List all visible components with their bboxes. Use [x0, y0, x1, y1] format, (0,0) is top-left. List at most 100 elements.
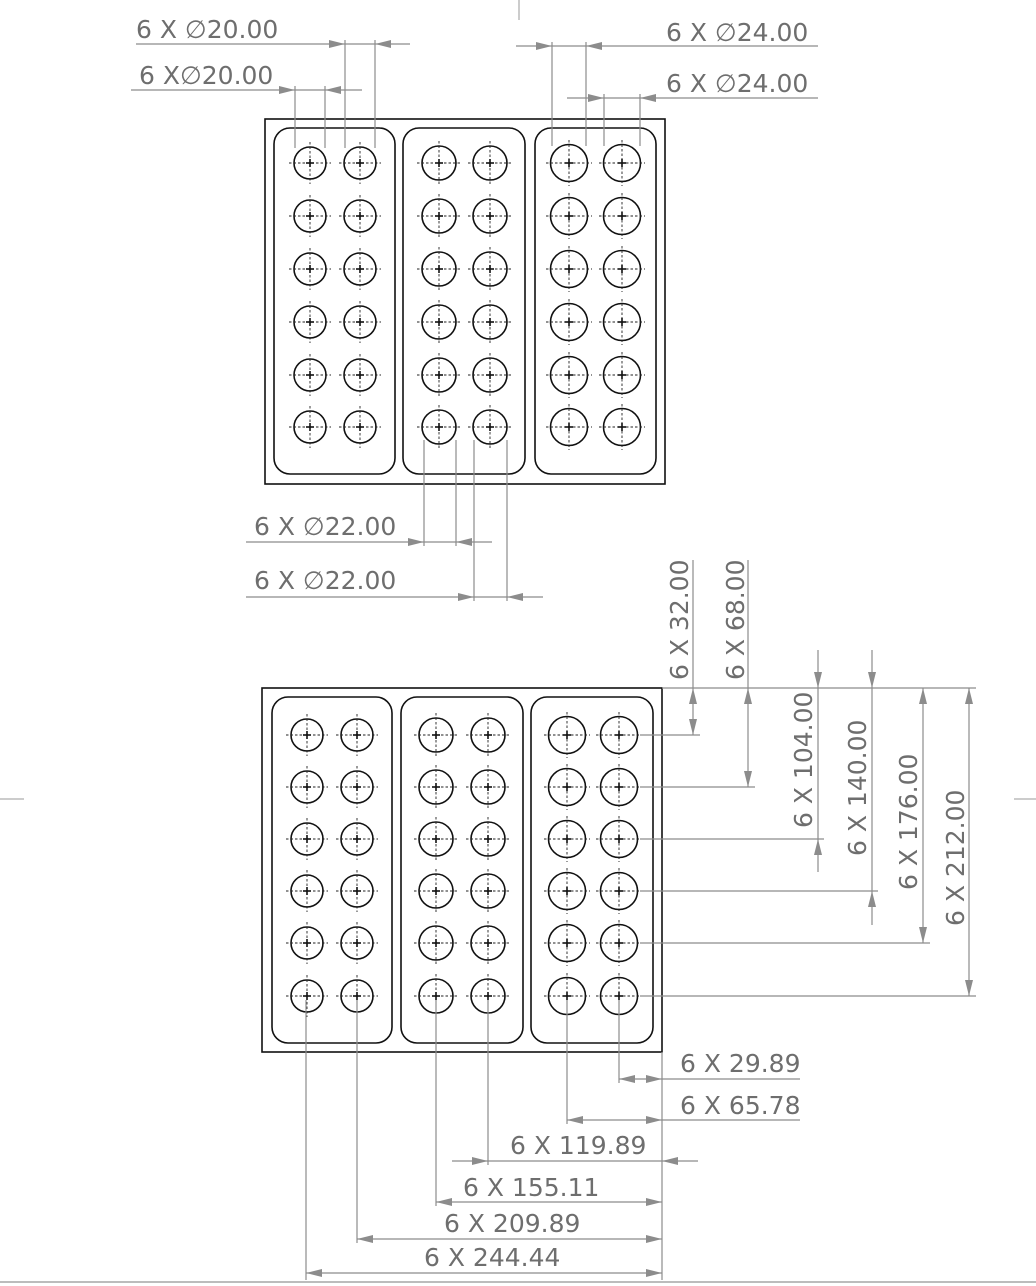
dim-h-119-89: 6 X 119.89	[510, 1131, 646, 1160]
hole	[288, 247, 332, 291]
hole	[338, 353, 382, 397]
hole	[285, 713, 329, 757]
hole	[285, 765, 329, 809]
hole	[545, 351, 593, 399]
hole	[545, 403, 593, 451]
hole	[338, 141, 382, 185]
dim-v-176: 6 X 176.00	[894, 754, 923, 890]
hole	[467, 193, 513, 239]
hole	[465, 764, 511, 810]
bottom-plate-outline	[261, 687, 663, 1053]
hole	[288, 300, 332, 344]
hole	[598, 192, 646, 240]
hole	[413, 712, 459, 758]
dim-dia-24-a: 6 X ∅24.00	[666, 18, 808, 47]
hole	[598, 139, 646, 187]
hole	[595, 763, 643, 811]
hole	[595, 867, 643, 915]
hole	[595, 919, 643, 967]
hole	[467, 352, 513, 398]
hole	[285, 869, 329, 913]
hole	[416, 352, 462, 398]
hole	[288, 405, 332, 449]
hole	[465, 920, 511, 966]
bottom-hole-pattern	[285, 711, 643, 1020]
hole	[465, 868, 511, 914]
hole	[545, 192, 593, 240]
top-pocket-right	[534, 127, 657, 475]
hole	[467, 299, 513, 345]
hole	[288, 141, 332, 185]
hole	[335, 765, 379, 809]
top-pocket-left	[273, 127, 396, 475]
hole	[543, 919, 591, 967]
top-plate-outline	[264, 118, 666, 485]
hole	[335, 921, 379, 965]
hole	[598, 245, 646, 293]
dim-dia-22-a: 6 X ∅22.00	[254, 512, 396, 541]
hole	[465, 712, 511, 758]
hole	[413, 816, 459, 862]
hole	[543, 763, 591, 811]
hole	[335, 817, 379, 861]
top-pocket-middle	[402, 127, 526, 475]
dim-dia-20-a: 6 X ∅20.00	[136, 15, 278, 44]
hole	[416, 246, 462, 292]
dim-h-155-11: 6 X 155.11	[463, 1173, 599, 1202]
hole	[598, 298, 646, 346]
hole	[338, 247, 382, 291]
dim-h-244-44: 6 X 244.44	[424, 1243, 560, 1272]
hole	[413, 868, 459, 914]
hole	[285, 921, 329, 965]
bottom-view	[261, 687, 663, 1053]
hole	[545, 245, 593, 293]
hole	[335, 713, 379, 757]
hole	[545, 298, 593, 346]
hole	[545, 139, 593, 187]
dim-v-104: 6 X 104.00	[789, 692, 818, 828]
hole	[413, 764, 459, 810]
hole	[413, 920, 459, 966]
hole	[288, 194, 332, 238]
hole	[543, 815, 591, 863]
bottom-horizontal-dimensions: 6 X 29.89 6 X 65.78 6 X 119.89 6 X 155.1…	[305, 1000, 801, 1280]
dim-dia-20-b: 6 X∅20.00	[139, 61, 273, 90]
hole	[598, 403, 646, 451]
dim-v-32: 6 X 32.00	[665, 560, 694, 681]
hole	[595, 711, 643, 759]
hole	[598, 351, 646, 399]
dim-h-29-89: 6 X 29.89	[680, 1049, 801, 1078]
hole	[416, 193, 462, 239]
bottom-pocket-left	[271, 696, 393, 1044]
hole	[338, 194, 382, 238]
hole	[285, 974, 329, 1018]
dim-dia-22-b: 6 X ∅22.00	[254, 566, 396, 595]
hole	[338, 405, 382, 449]
hole	[288, 353, 332, 397]
dim-v-68: 6 X 68.00	[721, 560, 750, 681]
top-hole-pattern	[288, 139, 646, 451]
dim-h-209-89: 6 X 209.89	[444, 1209, 580, 1238]
hole	[465, 816, 511, 862]
hole	[416, 140, 462, 186]
dim-h-65-78: 6 X 65.78	[680, 1091, 801, 1120]
dim-v-140: 6 X 140.00	[843, 720, 872, 856]
bottom-vertical-dimensions: 6 X 32.00 6 X 68.00 6 X 104.00 6 X 140.0…	[640, 560, 976, 997]
hole	[543, 711, 591, 759]
dim-v-212: 6 X 212.00	[941, 790, 970, 926]
hole	[467, 246, 513, 292]
top-view-dimensions: 6 X ∅20.00 6 X∅20.00 6 X ∅24.00 6 X ∅24.…	[131, 15, 818, 601]
hole	[335, 869, 379, 913]
bottom-pocket-middle	[400, 696, 524, 1044]
hole	[595, 815, 643, 863]
hole	[285, 817, 329, 861]
hole	[416, 299, 462, 345]
top-view	[264, 118, 666, 485]
bottom-pocket-right	[530, 696, 654, 1044]
dim-dia-24-b: 6 X ∅24.00	[666, 69, 808, 98]
hole	[467, 140, 513, 186]
hole	[338, 300, 382, 344]
hole	[543, 867, 591, 915]
